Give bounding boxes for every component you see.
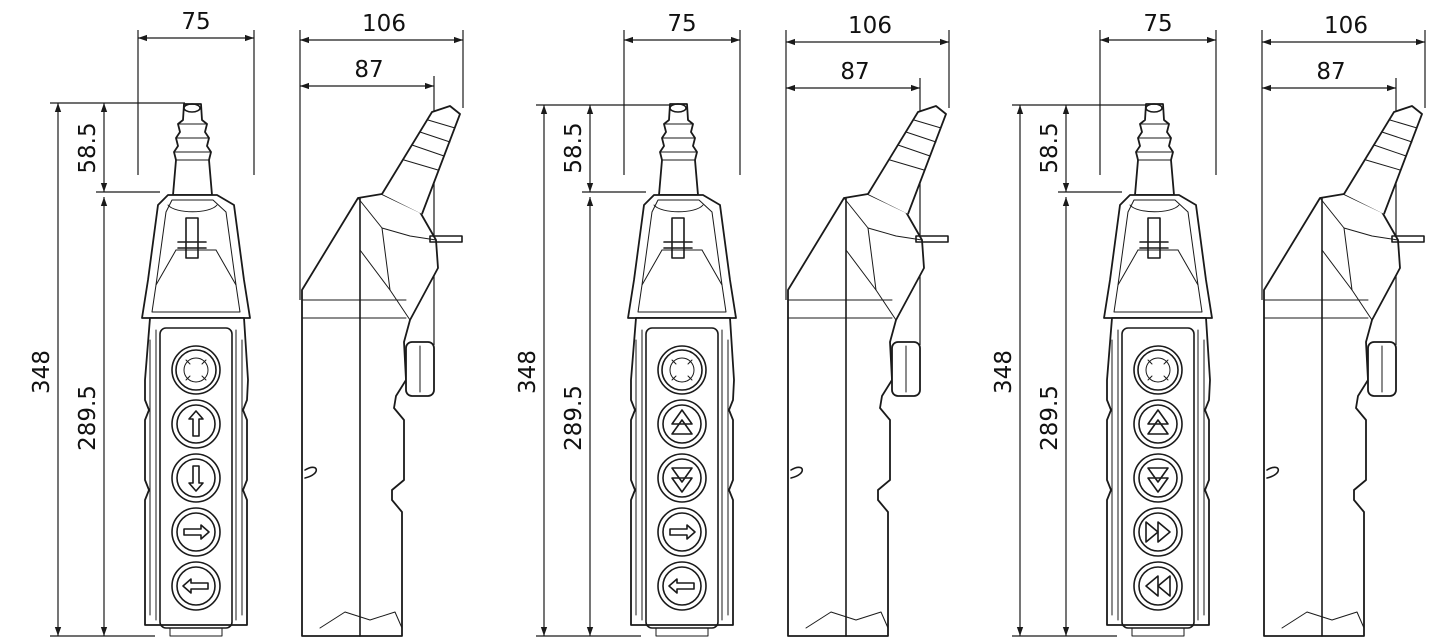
front-view-dimensions: 75 348 58.5 289.5 (29, 9, 255, 637)
dim-side-depth-inner: 87 (354, 57, 383, 83)
button-3 (171, 507, 221, 557)
pendant-group-2: 75 348 58.5 289.5 (515, 11, 950, 637)
front-view (1103, 103, 1213, 637)
button-4 (1133, 561, 1183, 611)
button-emergency-stop (1133, 345, 1183, 395)
dim-gland-height: 58.5 (561, 122, 587, 173)
button-2 (1133, 453, 1183, 503)
button-2 (657, 453, 707, 503)
button-emergency-stop (657, 345, 707, 395)
dim-side-depth: 106 (362, 11, 406, 37)
fast-rewind-icon (1145, 575, 1171, 597)
arrow-up-icon (188, 410, 204, 437)
pendant-group-3: 75 348 58.5 289.5 (991, 11, 1426, 637)
button-1 (657, 399, 707, 449)
dim-gland-height: 58.5 (1037, 122, 1063, 173)
dim-side-depth-inner: 87 (840, 59, 869, 85)
dim-side-depth: 106 (848, 13, 892, 39)
arrow-left-icon (668, 578, 695, 594)
front-view-dimensions: 75 348 58.5 289.5 (991, 11, 1217, 637)
side-view (1263, 105, 1425, 637)
front-view-dimensions: 75 348 58.5 289.5 (515, 11, 741, 637)
arrow-right-icon (669, 524, 696, 540)
dim-total-height: 348 (29, 350, 55, 394)
side-view (301, 105, 463, 637)
button-3 (1133, 507, 1183, 557)
dim-total-height: 348 (515, 350, 541, 394)
fast-forward-icon (1145, 521, 1171, 543)
double-triangle-up-icon (671, 409, 693, 435)
side-view-dimensions: 106 87 (1261, 13, 1426, 345)
dim-front-width: 75 (1143, 11, 1172, 37)
dim-total-height: 348 (991, 350, 1017, 394)
dim-front-width: 75 (667, 11, 696, 37)
dim-side-depth: 106 (1324, 13, 1368, 39)
side-view (787, 105, 949, 637)
button-emergency-stop (171, 345, 221, 395)
button-4 (657, 561, 707, 611)
front-view (627, 103, 737, 637)
pendant-group-1: 75 348 58.5 289.5 (29, 9, 464, 637)
double-triangle-up-icon (1147, 409, 1169, 435)
dim-gland-height: 58.5 (75, 122, 101, 173)
dim-front-width: 75 (181, 9, 210, 35)
arrow-left-icon (182, 578, 209, 594)
button-1 (1133, 399, 1183, 449)
emergency-stop-icon (669, 357, 695, 383)
arrow-right-icon (183, 524, 210, 540)
button-2 (171, 453, 221, 503)
double-triangle-down-icon (1147, 467, 1169, 493)
dim-body-height: 289.5 (75, 385, 101, 451)
button-1 (171, 399, 221, 449)
button-4 (171, 561, 221, 611)
front-view (141, 103, 251, 637)
button-3 (657, 507, 707, 557)
arrow-down-icon (188, 465, 204, 492)
side-view-dimensions: 106 87 (785, 13, 950, 345)
dim-side-depth-inner: 87 (1316, 59, 1345, 85)
emergency-stop-icon (183, 357, 209, 383)
dim-body-height: 289.5 (561, 385, 587, 451)
emergency-stop-icon (1145, 357, 1171, 383)
double-triangle-down-icon (671, 467, 693, 493)
dim-body-height: 289.5 (1037, 385, 1063, 451)
